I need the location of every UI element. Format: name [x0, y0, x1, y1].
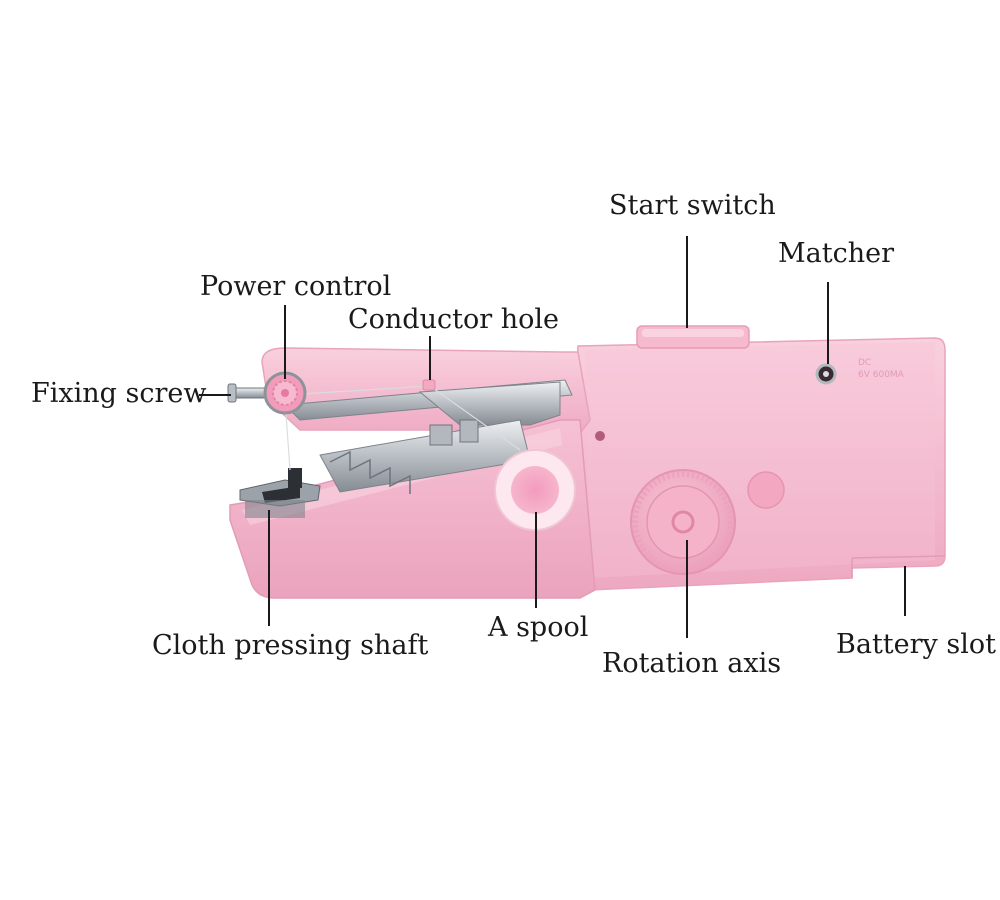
label-matcher: Matcher [778, 238, 894, 269]
label-fixing-screw: Fixing screw [31, 378, 207, 409]
matcher-jack [815, 363, 837, 385]
label-a-spool: A spool [488, 612, 589, 643]
label-battery-slot: Battery slot [836, 629, 996, 660]
conductor-hole [422, 379, 436, 391]
leader-matcher [827, 282, 829, 364]
start-switch-button [636, 325, 750, 349]
side-button [747, 471, 785, 509]
device-marking-rating: 6V 600MA [858, 370, 905, 380]
leader-battery-slot [904, 566, 906, 616]
presser-foot [239, 468, 321, 518]
label-power-control: Power control [200, 271, 392, 302]
leader-rotation-axis [686, 540, 688, 638]
label-conductor-hole: Conductor hole [348, 304, 559, 335]
metal-arm [283, 379, 573, 494]
battery-slot-seam [851, 555, 946, 578]
indicator-light [595, 431, 605, 441]
spool [494, 449, 576, 531]
leader-conductor-hole [429, 336, 431, 380]
device-marking-dc: DC [858, 358, 871, 368]
label-rotation-axis: Rotation axis [602, 648, 782, 679]
leader-power-control [284, 305, 286, 379]
leader-fixing-screw [199, 394, 231, 396]
leader-start-switch [686, 236, 688, 328]
power-control-knob [263, 371, 307, 415]
rotation-axis-wheel [630, 469, 736, 575]
fixing-screw-bolt [227, 383, 271, 403]
leader-cloth-pressing-shaft [268, 510, 270, 626]
label-start-switch: Start switch [609, 190, 776, 221]
label-cloth-pressing-shaft: Cloth pressing shaft [152, 630, 429, 661]
leader-a-spool [535, 512, 537, 608]
